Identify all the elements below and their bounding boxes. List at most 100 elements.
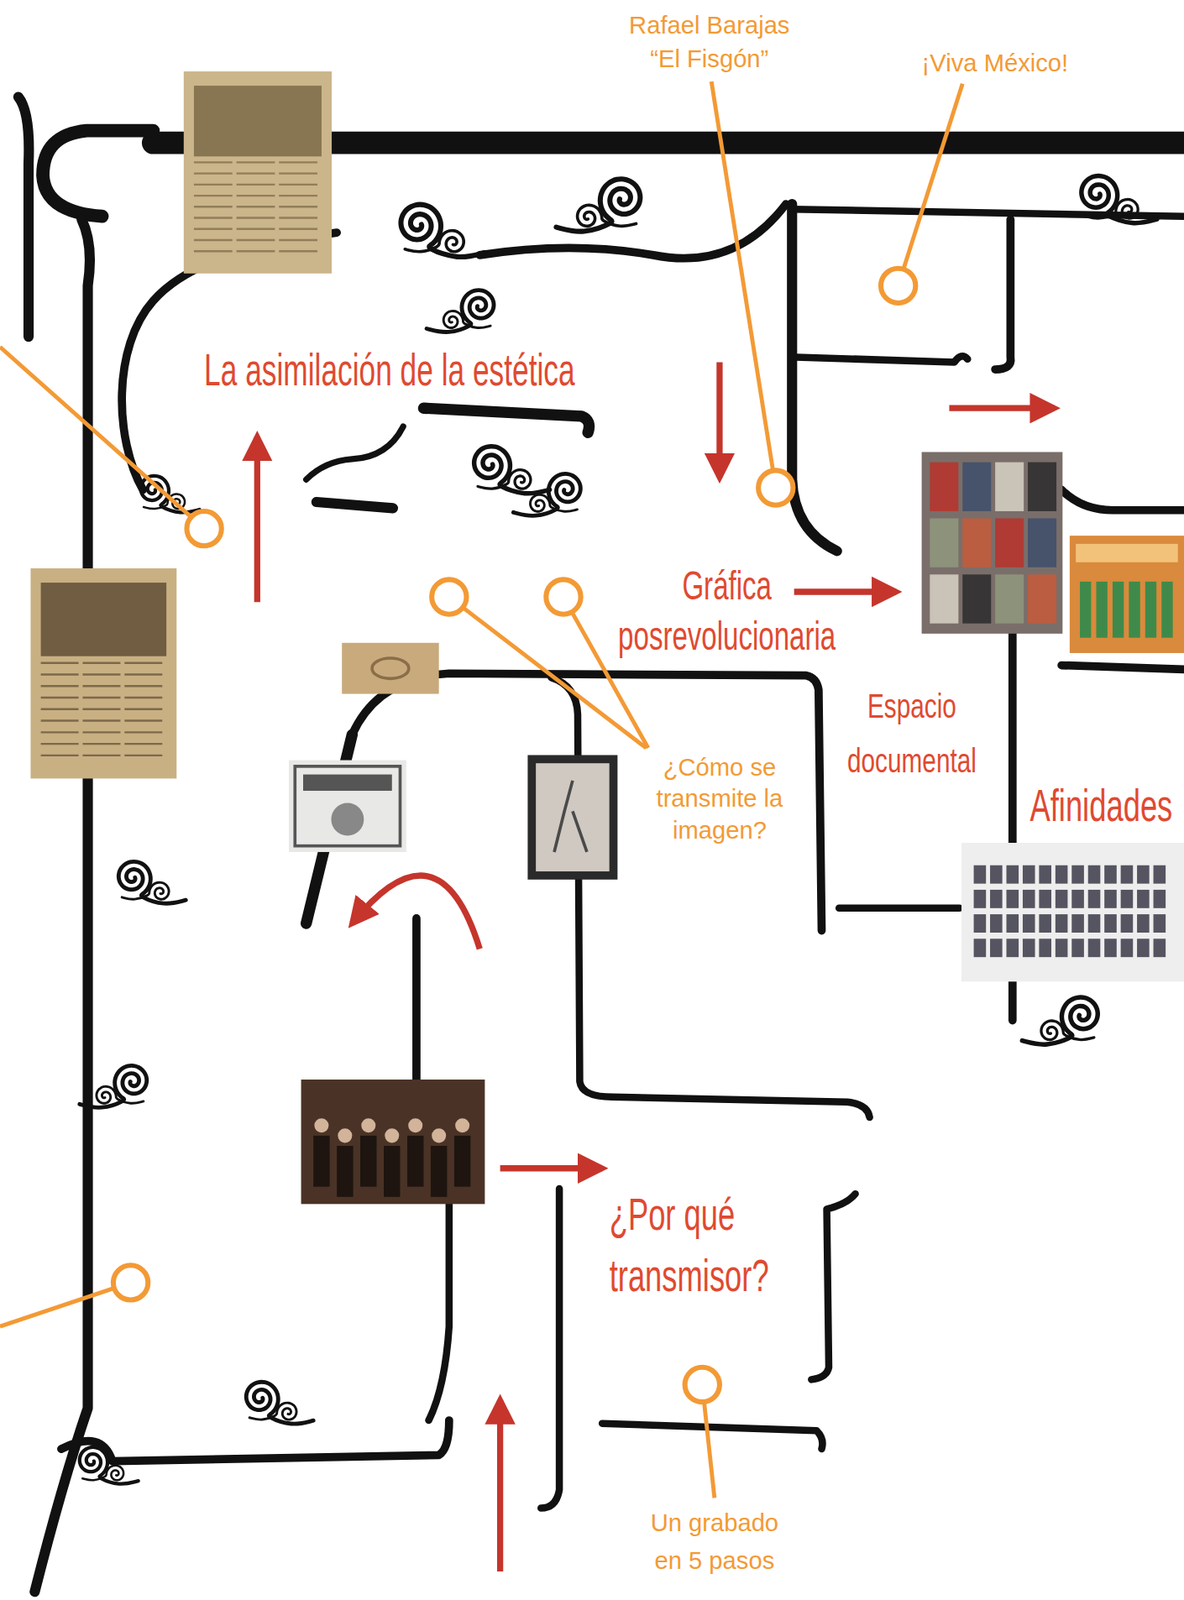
print-illustration [193, 85, 322, 157]
poster-figure [1095, 581, 1107, 639]
wall [791, 204, 837, 551]
scroll-ornament [443, 310, 491, 328]
gallery-frame [974, 914, 987, 933]
wall [838, 905, 959, 913]
paint-patch [962, 574, 991, 624]
gallery-frame [1022, 938, 1036, 958]
print-line [193, 239, 233, 241]
gallery-frame [974, 890, 987, 909]
print-line [236, 194, 276, 197]
print-line [124, 708, 163, 711]
gallery-frame [1055, 890, 1069, 909]
print-line [41, 662, 79, 665]
gallery-frame [1104, 890, 1117, 909]
gallery-frame [1055, 914, 1069, 933]
wall [18, 96, 30, 337]
gallery-frame [1088, 914, 1101, 933]
paint-patch [995, 462, 1024, 512]
gallery-frame [1071, 938, 1085, 958]
room-title: La asimilación de la estética [203, 343, 574, 398]
photo-body [407, 1136, 424, 1188]
scroll-ornament [577, 204, 637, 226]
print-line [41, 731, 79, 734]
callout-label: Un grabado en 5 pasos [643, 1504, 786, 1581]
print-line [236, 183, 276, 186]
scroll-ornament [1021, 997, 1098, 1045]
route-arrow [254, 436, 261, 603]
print-line [236, 161, 276, 163]
print-line [82, 685, 121, 687]
scroll-ornament [477, 470, 531, 490]
route-arrow [716, 362, 723, 478]
picture-ground [288, 760, 407, 853]
wall [796, 356, 968, 362]
callout-label: ¡Viva México! [922, 48, 1069, 79]
gallery-frame [1022, 890, 1036, 909]
room-title: ¿Por qué transmisor? [609, 1184, 784, 1306]
print-line [278, 205, 318, 208]
photo-head [314, 1118, 329, 1133]
room-title: Gráfica posrevolucionaria [612, 559, 842, 662]
wall [61, 1420, 450, 1462]
picture-ground [301, 1079, 486, 1205]
room-title: Afinidades [1030, 779, 1174, 833]
label-band [303, 775, 393, 792]
callout-marker [431, 579, 467, 614]
route-arrow [497, 1400, 503, 1572]
picture-ground [183, 71, 332, 274]
print-line [193, 216, 233, 219]
picture-ground [1069, 535, 1184, 654]
wall [42, 130, 153, 217]
gallery-frame [1121, 914, 1134, 933]
leader-line [449, 597, 647, 749]
print-line [193, 194, 233, 197]
callout-marker [685, 1367, 720, 1403]
gallery-frame [974, 938, 987, 958]
scroll-ornament [249, 1403, 297, 1420]
paint-patch [962, 462, 991, 512]
print-line [278, 172, 318, 174]
print-line [124, 731, 163, 734]
paint-patch [929, 574, 959, 624]
gallery-frame [1104, 865, 1117, 885]
gallery-frame [1136, 914, 1150, 933]
print-motif [371, 658, 409, 679]
paint-patch [929, 462, 959, 512]
exhibit-picture [527, 754, 618, 880]
print-line [193, 228, 233, 231]
paint-patch [962, 518, 991, 567]
wall [995, 219, 1011, 370]
route-arrow [794, 588, 897, 595]
print-line [41, 708, 79, 711]
gallery-frame [990, 865, 1003, 885]
gallery-frame [1071, 865, 1085, 885]
photo-body [360, 1136, 377, 1188]
photo-head [361, 1118, 376, 1133]
callout-label: Rafael Barajas “El Fisgón” [612, 7, 807, 77]
gallery-frame [1136, 865, 1150, 885]
scroll-ornament [1081, 176, 1158, 224]
wall [429, 1173, 450, 1421]
gallery-frame [1038, 890, 1052, 909]
gallery-frame [1038, 914, 1052, 933]
print-line [193, 250, 233, 252]
exhibit-picture [301, 1079, 486, 1205]
gallery-frame [1088, 890, 1101, 909]
scroll-ornament [118, 861, 186, 904]
wall [791, 209, 1184, 217]
scroll-ornament [96, 1086, 144, 1104]
scroll-ornament [79, 1065, 147, 1108]
print-line [236, 228, 276, 231]
print-line [278, 194, 318, 197]
print-line [278, 228, 318, 231]
print-line [278, 183, 318, 186]
poster-figure [1145, 581, 1157, 639]
drawn-figure [554, 780, 587, 853]
print-line [193, 172, 233, 174]
print-line [41, 743, 79, 745]
gallery-frame [1038, 938, 1052, 958]
print-line [236, 205, 276, 208]
gallery-frame [1088, 938, 1101, 958]
